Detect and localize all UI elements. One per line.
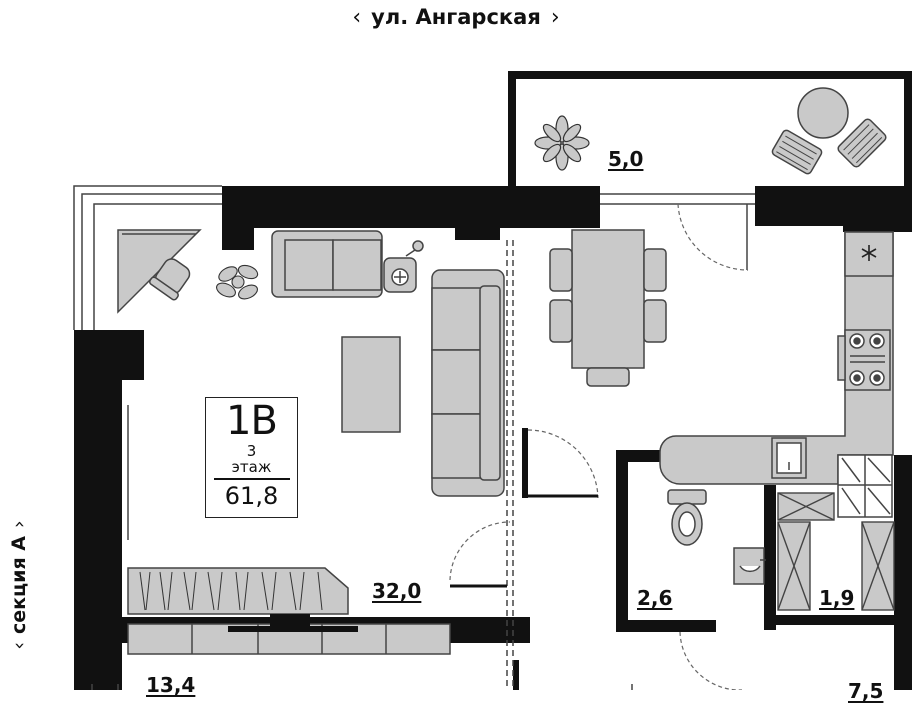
prev-section-chevron-icon[interactable]: ‹ (8, 641, 30, 650)
bedroom-partial (91, 684, 633, 690)
windows (73, 185, 755, 690)
dining-furniture (549, 229, 667, 387)
section-name: секция А (8, 536, 30, 634)
floor-number: 3 (246, 442, 257, 460)
room-area-bedroom: 13,4 (146, 673, 196, 697)
living-furniture (117, 229, 505, 655)
storage-cabinets (777, 492, 895, 611)
sink-icon (733, 547, 766, 585)
chair-icon (837, 118, 887, 168)
tv-icon (228, 626, 358, 632)
chair-icon (148, 258, 191, 301)
room-area-bathroom: 2,6 (637, 586, 673, 610)
chair-icon (771, 129, 823, 175)
floor-label: этаж (231, 458, 272, 476)
prev-street-chevron-icon[interactable]: ‹ (352, 4, 362, 30)
room-area-living: 32,0 (372, 579, 422, 603)
door-leaves (450, 494, 598, 588)
balcony-furniture (534, 87, 887, 175)
room-area-hall: 7,5 (848, 679, 884, 703)
kitchen (659, 231, 894, 518)
next-street-chevron-icon[interactable]: › (550, 4, 560, 30)
door-swing-icon (449, 203, 749, 690)
room-area-storage: 1,9 (819, 586, 855, 610)
snowflake-icon (861, 245, 877, 261)
card-divider (213, 478, 290, 480)
next-section-chevron-icon[interactable]: › (8, 520, 30, 529)
total-area: 61,8 (224, 482, 279, 510)
plant-icon (216, 264, 259, 300)
plant-icon (534, 115, 590, 171)
sink-icon (771, 437, 807, 479)
apartment-code: 1В (226, 398, 278, 444)
toilet-icon (667, 489, 707, 546)
street-navigation: ‹ ул. Ангарская › (0, 0, 912, 34)
bathroom-fixtures (667, 489, 766, 585)
stove-icon (837, 329, 891, 391)
street-name: ул. Ангарская (371, 5, 541, 29)
room-area-balcony: 5,0 (608, 147, 644, 171)
apartment-card: 1В 3 этаж 61,8 (205, 397, 298, 518)
section-navigation: ‹ секция А › (4, 490, 34, 680)
